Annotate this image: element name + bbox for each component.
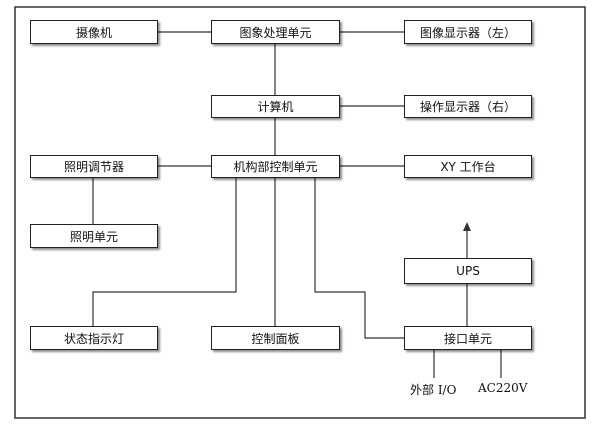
image-display-left-box: 图像显示器（左）	[404, 20, 532, 44]
external-io-label: 外部 I/O	[410, 383, 457, 397]
ups-box: UPS	[404, 258, 532, 284]
lighting-unit-box: 照明单元	[30, 224, 158, 248]
ac220v-label: AC220V	[478, 381, 528, 395]
lighting-regulator-box: 照明调节器	[30, 155, 158, 178]
camera-box: 摄像机	[30, 20, 158, 44]
line-mechctrl-interface	[314, 178, 404, 339]
outer-frame	[14, 6, 586, 419]
image-processing-unit-box: 图象处理单元	[211, 20, 340, 44]
xy-stage-box: XY 工作台	[404, 155, 532, 178]
mechanism-control-unit-box: 机构部控制单元	[211, 155, 340, 178]
status-indicator-box: 状态指示灯	[30, 326, 158, 350]
line-mechctrl-status	[92, 178, 237, 326]
control-panel-box: 控制面板	[211, 326, 340, 350]
interface-unit-box: 接口单元	[404, 326, 532, 350]
computer-box: 计算机	[211, 95, 340, 118]
operation-display-right-box: 操作显示器（右）	[404, 95, 532, 118]
arrowhead-up	[463, 222, 471, 231]
